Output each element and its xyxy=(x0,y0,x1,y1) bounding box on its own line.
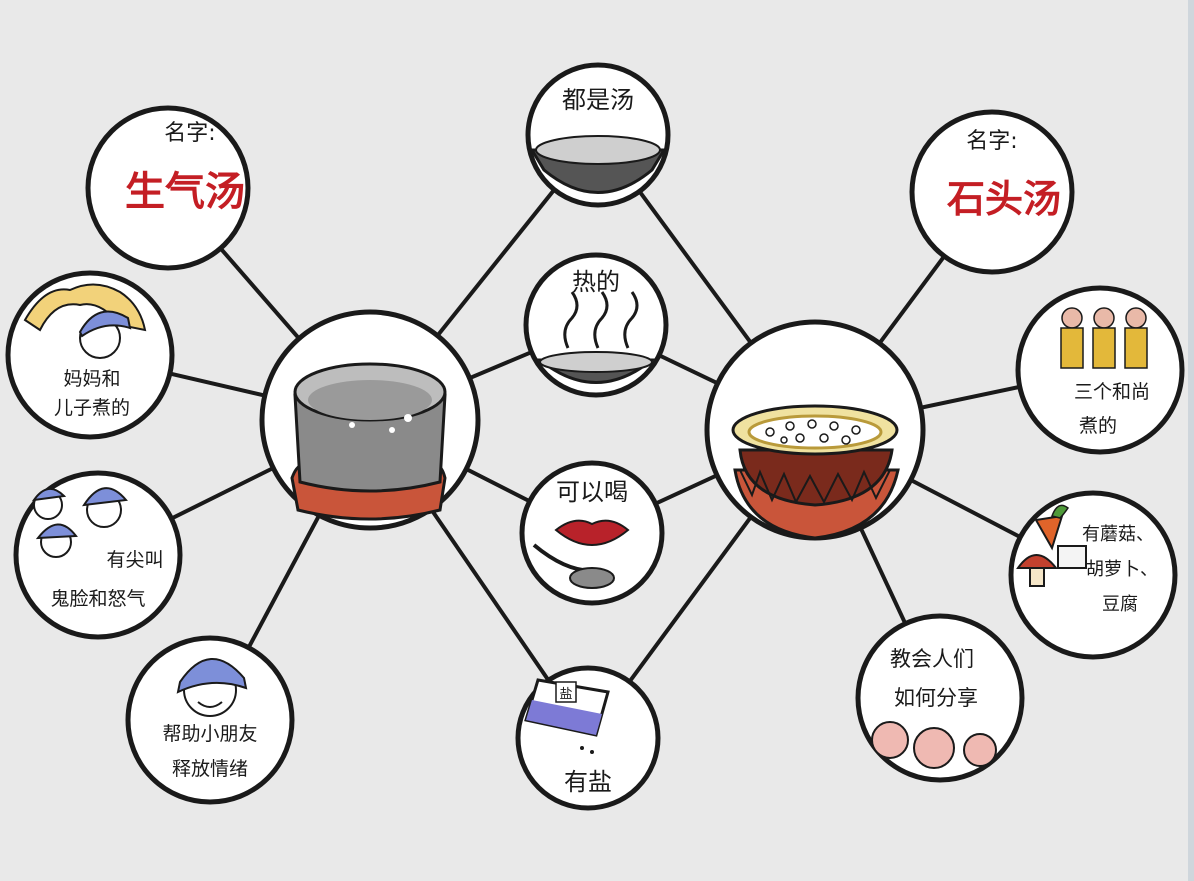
left-fact-screams: 有尖叫 鬼脸和怒气 xyxy=(13,470,183,640)
left-name-title: 生气汤 xyxy=(125,169,245,215)
mushroom-icon xyxy=(1016,554,1059,569)
blue-hat-icon xyxy=(176,658,248,694)
monks-icon xyxy=(1060,307,1148,369)
shared-both-soup: 都是汤 xyxy=(525,62,671,208)
shared-hot: 热的 xyxy=(523,252,669,398)
right-name-bubble: 名字: 石头汤 xyxy=(909,109,1075,275)
stones-icon xyxy=(765,419,861,445)
right-fact-2-line1: 有蘑菇、 xyxy=(1082,524,1154,545)
right-fact-monks: 三个和尚 煮的 xyxy=(1015,285,1185,455)
salt-bag-text: 盐 xyxy=(559,687,572,702)
left-fact-3-line1: 帮助小朋友 xyxy=(162,723,257,745)
right-fact-1-line2: 煮的 xyxy=(1079,415,1117,437)
shared-label-1: 都是汤 xyxy=(562,86,634,114)
left-fact-mom-son: 妈妈和 儿子煮的 xyxy=(5,270,175,440)
carrot-icon xyxy=(1034,514,1064,551)
left-hub-pot xyxy=(259,309,481,531)
left-fact-3-line2: 释放情绪 xyxy=(172,758,248,780)
window-edge xyxy=(1188,0,1194,881)
right-hub-pot xyxy=(704,319,926,541)
left-fact-1-line1: 妈妈和 xyxy=(63,368,120,390)
shared-drinkable: 可以喝 xyxy=(519,460,665,606)
lips-icon xyxy=(554,519,630,546)
people-faces-icon xyxy=(871,721,997,769)
right-name-title: 石头汤 xyxy=(947,177,1061,221)
steam-icon xyxy=(563,291,639,349)
right-fact-sharing: 教会人们 如何分享 xyxy=(855,613,1025,783)
blue-hat-icon xyxy=(78,310,132,338)
tofu-icon xyxy=(1057,545,1087,569)
left-name-prefix: 名字: xyxy=(164,121,215,146)
left-fact-2-line2: 鬼脸和怒气 xyxy=(50,588,145,610)
right-fact-2-line3: 豆腐 xyxy=(1102,594,1138,615)
shared-label-2: 热的 xyxy=(572,268,620,296)
left-name-bubble: 名字: 生气汤 xyxy=(85,105,251,271)
shared-label-4: 有盐 xyxy=(564,768,612,796)
shared-salty: 盐 有盐 xyxy=(515,665,661,811)
left-fact-1-line2: 儿子煮的 xyxy=(54,397,130,419)
shared-label-3: 可以喝 xyxy=(556,478,628,506)
right-fact-3-line2: 如何分享 xyxy=(894,686,978,710)
left-fact-2-line1: 有尖叫 xyxy=(106,549,163,571)
left-fact-release: 帮助小朋友 释放情绪 xyxy=(125,635,295,805)
right-fact-2-line2: 胡萝卜、 xyxy=(1086,559,1158,580)
right-fact-3-line1: 教会人们 xyxy=(890,647,974,671)
right-fact-ingredients: 有蘑菇、 胡萝卜、 豆腐 xyxy=(1008,490,1178,660)
right-name-prefix: 名字: xyxy=(966,129,1017,154)
right-fact-1-line1: 三个和尚 xyxy=(1074,381,1150,403)
